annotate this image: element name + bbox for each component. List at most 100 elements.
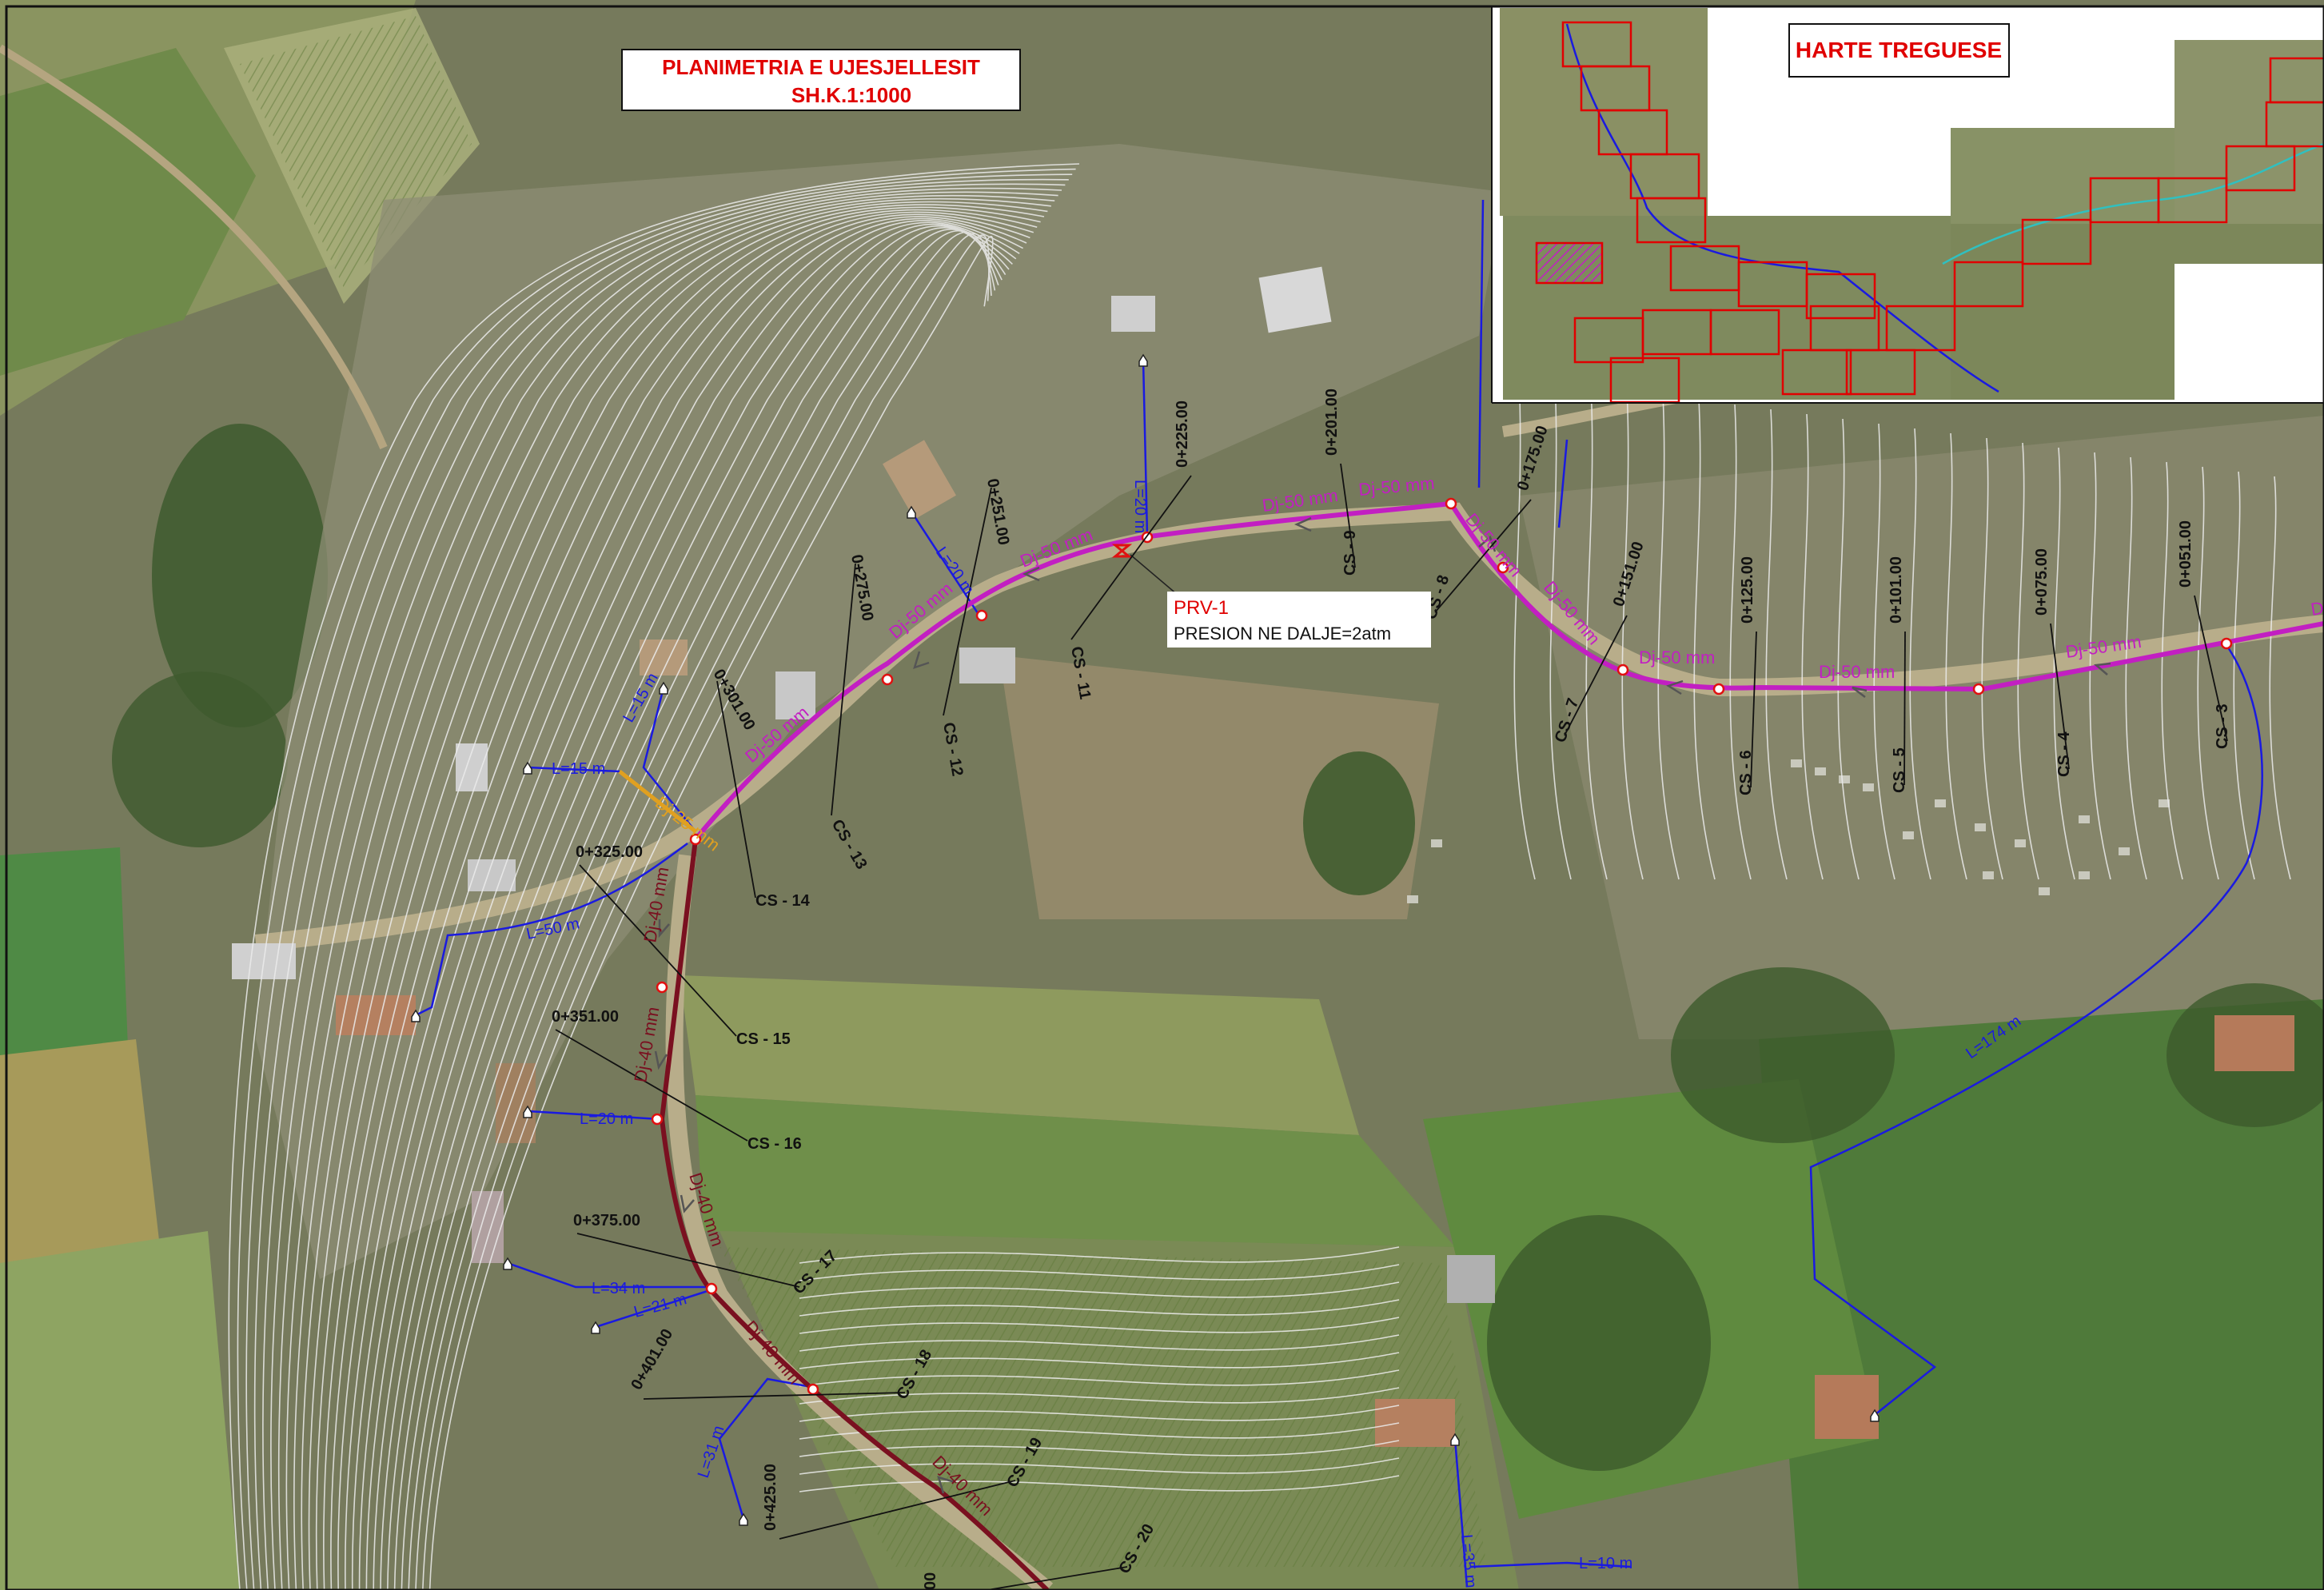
contour-line <box>365 221 1017 1590</box>
contour-line <box>799 1422 1400 1440</box>
sheet-frame <box>5 5 2324 1590</box>
contour-line <box>1765 408 1788 880</box>
contour-line <box>799 1317 1400 1334</box>
index-current-sheet <box>1536 242 1603 284</box>
section-leader-line <box>643 1392 906 1400</box>
contour-line <box>2017 442 2039 880</box>
contour-line <box>799 1334 1400 1352</box>
contour-line <box>1657 394 1680 880</box>
section-leader-line <box>779 1480 1016 1540</box>
cross-section-label: CS - 9 <box>1341 530 1359 576</box>
contour-line <box>408 231 996 1590</box>
contour-line <box>1693 399 1716 880</box>
section-leader-line <box>1903 631 1906 786</box>
contour-lines <box>228 163 2291 1590</box>
chainage-label: 0+375.00 <box>573 1212 640 1229</box>
prv-pressure: PRESION NE DALJE=2atm <box>1174 624 1391 644</box>
contour-line <box>277 191 1058 1590</box>
contour-line <box>1801 413 1824 880</box>
contour-line <box>429 236 994 1590</box>
main-pipe-dj50 <box>693 500 2324 841</box>
chainage-label: 0+101.00 <box>1888 556 1905 624</box>
contour-line <box>799 1387 1400 1405</box>
contour-line <box>1621 389 1644 880</box>
contour-line <box>293 198 1051 1590</box>
chainage-label: 0+201.00 <box>1323 389 1341 456</box>
contour-line <box>799 1281 1400 1299</box>
section-leader-line <box>1340 463 1356 568</box>
chainage-label: 0+125.00 <box>1739 556 1756 624</box>
section-leader-line <box>576 1233 800 1288</box>
contour-line <box>1549 380 1572 880</box>
contour-line <box>799 1405 1400 1422</box>
contour-line <box>393 229 1003 1590</box>
contour-line <box>1513 375 1536 880</box>
contour-line <box>245 173 1073 1590</box>
index-sheet-frames <box>1535 21 2324 404</box>
contour-line <box>2269 476 2291 880</box>
contour-line <box>799 1457 1400 1475</box>
contour-line <box>1945 432 1967 880</box>
chainage-label: 00 <box>922 1572 939 1590</box>
contour-line <box>401 230 999 1590</box>
contour-line <box>285 194 1055 1590</box>
contour-line <box>799 1246 1400 1264</box>
contour-line <box>799 1264 1400 1281</box>
contour-line <box>253 178 1069 1590</box>
contour-line <box>337 213 1030 1590</box>
chainage-label: 0+051.00 <box>2177 520 2194 588</box>
contour-line <box>323 209 1038 1590</box>
section-leader-line <box>579 864 737 1037</box>
cross-section-label: CS - 16 <box>747 1135 802 1153</box>
orange-pipe <box>618 770 697 833</box>
cross-section-label: CS - 15 <box>736 1030 791 1048</box>
section-leader-line <box>831 563 856 816</box>
contour-line <box>2233 471 2255 880</box>
flow-arrows <box>654 516 2111 1494</box>
contour-line <box>415 233 992 1590</box>
chainage-label: 0+075.00 <box>2033 548 2051 616</box>
contour-line <box>262 183 1066 1590</box>
chainage-label: 0+225.00 <box>1174 400 1191 468</box>
contour-line <box>387 227 1007 1590</box>
contour-line <box>308 204 1045 1590</box>
plan-scale: SH.K.1:1000 <box>791 83 911 107</box>
cross-section-label: CS - 3 <box>2214 703 2231 749</box>
contour-line <box>799 1475 1400 1492</box>
index-map-title: HARTE TREGUESE <box>1796 38 2002 62</box>
pipe-diameter-label: Dj-50 mm <box>1819 662 1895 682</box>
contour-line <box>301 201 1048 1590</box>
cross-section-label: CS - 14 <box>755 892 811 910</box>
cross-section-label: CS - 5 <box>1891 747 1908 793</box>
contour-line <box>1837 418 1860 880</box>
section-leader-line <box>983 1566 1128 1590</box>
plan-title: PLANIMETRIA E UJESJELLESIT <box>662 55 980 79</box>
contour-line <box>799 1440 1400 1457</box>
contour-line <box>2125 456 2147 880</box>
prv-valve-icon <box>1111 544 1133 558</box>
main-pipe-dj40 <box>659 839 1050 1590</box>
section-leader-line <box>1434 499 1532 613</box>
contour-line <box>799 1352 1400 1369</box>
contour-line <box>1981 437 2003 880</box>
section-leader-line <box>1070 475 1192 640</box>
contour-line <box>1585 385 1608 880</box>
section-leader-line <box>2050 623 2070 770</box>
contour-line <box>1729 404 1752 880</box>
index-map: HARTE TREGUESE <box>1491 6 2324 404</box>
contour-line <box>799 1369 1400 1387</box>
pipe-diameter-label: D <box>2310 598 2324 620</box>
cross-section-label: CS - 6 <box>1737 750 1755 795</box>
cross-section-leaders <box>555 463 2228 1590</box>
service-branches <box>415 199 2263 1588</box>
contour-line <box>2161 461 2183 880</box>
section-leader-line <box>943 487 992 716</box>
branch-length-label: L=10 m <box>1579 1555 1632 1572</box>
contour-line <box>1909 428 1931 880</box>
branch-length-label: L=20 m <box>1131 480 1149 533</box>
prv-label: PRV-1 PRESION NE DALJE=2atm <box>1167 592 1431 648</box>
contour-line <box>351 217 1023 1590</box>
pipe-nodes <box>651 497 2233 1396</box>
contour-line <box>422 234 990 1590</box>
